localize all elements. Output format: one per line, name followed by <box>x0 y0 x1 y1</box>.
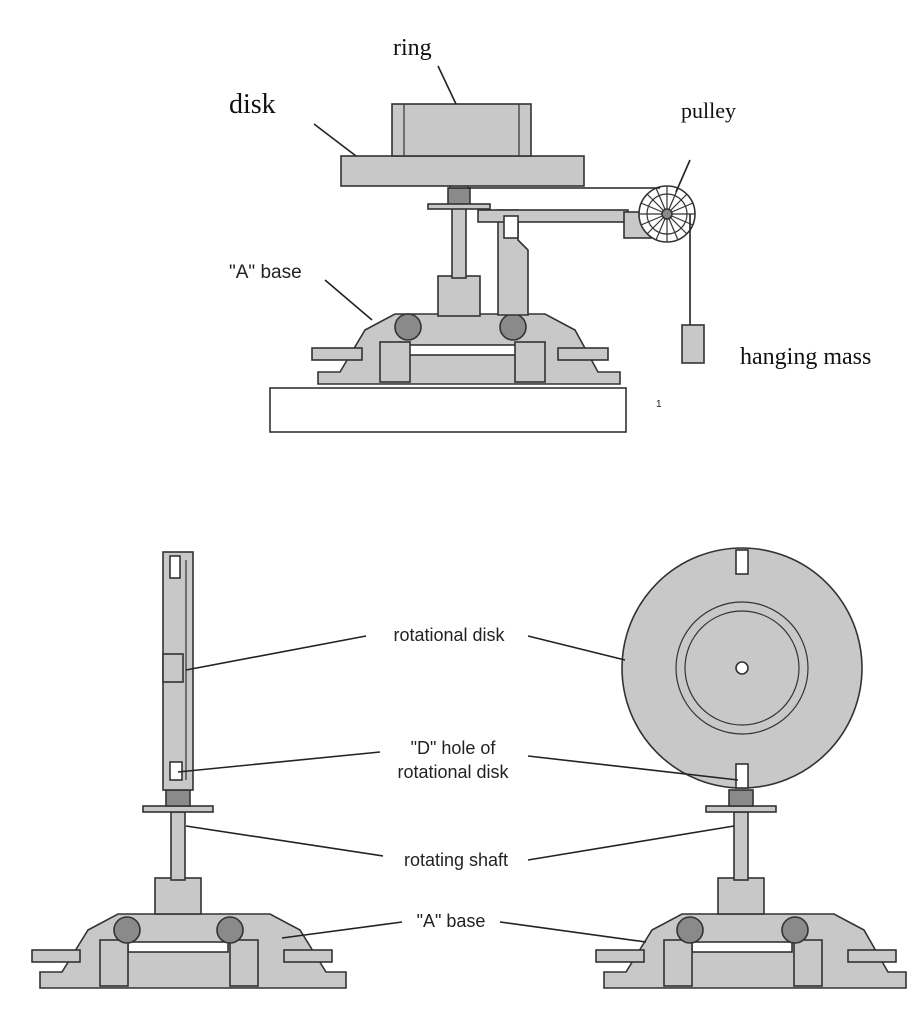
rotating-shaft-right <box>733 811 749 881</box>
pulley-leader <box>675 159 691 193</box>
bottom-leaders <box>177 635 739 943</box>
ring-leader <box>437 65 457 105</box>
rotational-disk-label: rotational disk <box>393 625 505 645</box>
d-hole-label-line2: rotational disk <box>397 762 509 782</box>
a-base-left <box>31 913 347 989</box>
rotating-shaft-left <box>170 811 186 881</box>
hanging-mass-label: hanging mass <box>740 344 871 370</box>
ring-label: ring <box>393 35 432 61</box>
bottom-left-side-view <box>31 551 347 989</box>
a-base-bottom-label: "A" base <box>417 911 486 931</box>
a-base-top <box>311 313 621 385</box>
disk <box>340 155 585 187</box>
pulley-label: pulley <box>681 98 736 123</box>
rotational-disk-side <box>162 551 194 791</box>
a-base-label: "A" base <box>229 262 302 283</box>
table-block <box>269 387 627 433</box>
bottom-right-front-view <box>595 547 907 989</box>
shaft-top <box>427 169 491 317</box>
pulley-wheel <box>638 185 696 243</box>
rotating-shaft-label: rotating shaft <box>404 850 508 870</box>
top-figure: ring disk pulley "A" base hanging mass 1 <box>229 35 871 433</box>
hanging-mass <box>681 324 705 364</box>
d-hole-label-line1: "D" hole of <box>411 738 497 758</box>
rotational-disk-front <box>621 547 863 789</box>
a-base-right <box>595 913 907 989</box>
ring <box>391 103 532 157</box>
disk-label: disk <box>229 89 276 120</box>
disk-leader <box>313 123 357 157</box>
a-base-leader <box>324 279 373 321</box>
stray-mark: 1 <box>656 399 662 410</box>
